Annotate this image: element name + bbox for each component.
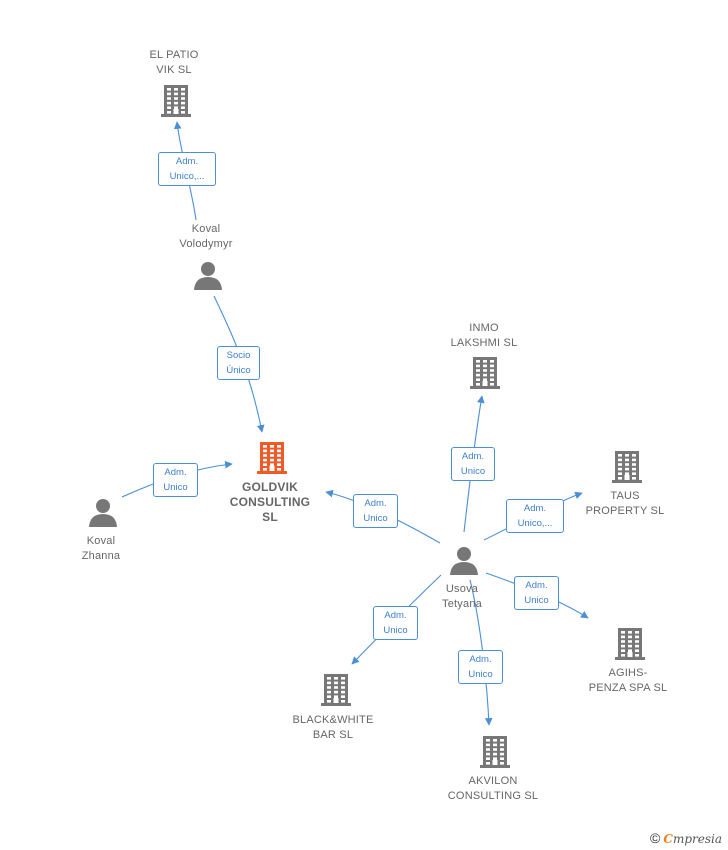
brand-initial: C: [663, 832, 673, 846]
label-line: CONSULTING: [229, 495, 311, 509]
node-label-goldvik[interactable]: GOLDVIK CONSULTING SL: [230, 480, 310, 525]
label-line: SL: [262, 510, 278, 524]
node-label-taus[interactable]: TAUS PROPERTY SL: [586, 489, 665, 519]
label-line: PENZA SPA SL: [588, 682, 668, 694]
edge-label-line: Único: [226, 365, 251, 376]
node-label-inmo[interactable]: INMO LAKSHMI SL: [451, 321, 518, 351]
label-line: Usova: [445, 583, 479, 595]
edge-label-line: Unico: [468, 669, 493, 680]
edge-label-line: Adm.: [525, 580, 548, 591]
edge-label-usova-taus[interactable]: Adm. Unico,...: [506, 499, 564, 533]
node-label-koval-volodymyr[interactable]: Koval Volodymyr: [179, 222, 232, 252]
label-line: AKVILON: [468, 775, 518, 787]
label-line: BLACK&WHITE: [292, 714, 374, 726]
akvilon-building-icon[interactable]: [480, 736, 510, 768]
edge-label-usova-blackwhite[interactable]: Adm. Unico: [373, 606, 418, 640]
label-line: Zhanna: [81, 550, 121, 562]
label-line: EL PATIO: [149, 49, 199, 61]
edge-label-usova-goldvik[interactable]: Adm. Unico: [353, 494, 398, 528]
label-line: BAR SL: [312, 729, 354, 741]
node-label-agihs[interactable]: AGIHS- PENZA SPA SL: [589, 666, 668, 696]
label-line: TAUS: [610, 490, 640, 502]
node-label-blackwhite[interactable]: BLACK&WHITE BAR SL: [292, 713, 373, 743]
blackwhite-building-icon[interactable]: [321, 674, 351, 706]
edge-label-line: Adm.: [523, 503, 547, 514]
edge-label-line: Adm.: [175, 156, 199, 167]
edge-label-line: Socio: [226, 350, 251, 361]
brand-name: mpresia: [672, 832, 722, 846]
edge-label-line: Adm.: [364, 498, 387, 509]
label-line: VIK SL: [156, 64, 192, 76]
label-line: GOLDVIK: [241, 480, 299, 494]
agihs-building-icon[interactable]: [615, 628, 645, 660]
label-line: INMO: [469, 322, 499, 334]
node-label-koval-zhanna[interactable]: Koval Zhanna: [82, 534, 121, 564]
edge-label-line: Unico,...: [517, 518, 553, 529]
node-label-usova[interactable]: Usova Tetyana: [442, 582, 482, 612]
goldvik-building-icon[interactable]: [257, 442, 287, 474]
label-line: Koval: [86, 535, 116, 547]
label-line: Volodymyr: [179, 238, 233, 250]
label-line: LAKSHMI SL: [450, 337, 518, 349]
edge-label-volodymyr-elpatio[interactable]: Adm. Unico,...: [158, 152, 216, 186]
usova-person-icon[interactable]: [450, 547, 478, 575]
brand-logo: Cmpresia: [663, 832, 722, 846]
label-line: AGIHS-: [608, 667, 648, 679]
edge-label-zhanna-goldvik[interactable]: Adm. Unico: [153, 463, 198, 497]
label-line: PROPERTY SL: [585, 505, 665, 517]
node-label-akvilon[interactable]: AKVILON CONSULTING SL: [448, 774, 538, 804]
edge-label-line: Adm.: [384, 610, 407, 621]
edge-label-line: Unico,...: [169, 171, 205, 182]
edge-label-line: Unico: [524, 595, 549, 606]
edge-label-line: Unico: [383, 625, 408, 636]
node-label-el-patio[interactable]: EL PATIO VIK SL: [149, 48, 198, 78]
edge-label-usova-agihs[interactable]: Adm. Unico: [514, 576, 559, 610]
edge-label-line: Adm.: [164, 467, 187, 478]
edge-label-line: Unico: [363, 513, 388, 524]
edge-label-volodymyr-goldvik[interactable]: Socio Único: [217, 346, 260, 380]
edge-label-line: Unico: [460, 466, 486, 477]
koval-zhanna-person-icon[interactable]: [89, 499, 117, 527]
koval-volodymyr-person-icon[interactable]: [194, 262, 222, 290]
label-line: Tetyana: [442, 598, 482, 610]
el-patio-building-icon[interactable]: [161, 85, 191, 117]
edge-label-line: Adm.: [461, 451, 485, 462]
edge-label-usova-inmo[interactable]: Adm. Unico: [451, 447, 495, 481]
label-line: CONSULTING SL: [447, 790, 539, 802]
edge-label-usova-akvilon[interactable]: Adm. Unico: [458, 650, 503, 684]
footer-brand[interactable]: ©Cmpresia: [650, 830, 722, 846]
edge-label-line: Adm.: [469, 654, 492, 665]
taus-building-icon[interactable]: [612, 451, 642, 483]
edge-label-line: Unico: [163, 482, 188, 493]
label-line: Koval: [191, 223, 221, 235]
copyright-icon: ©: [650, 830, 661, 846]
inmo-building-icon[interactable]: [470, 357, 500, 389]
